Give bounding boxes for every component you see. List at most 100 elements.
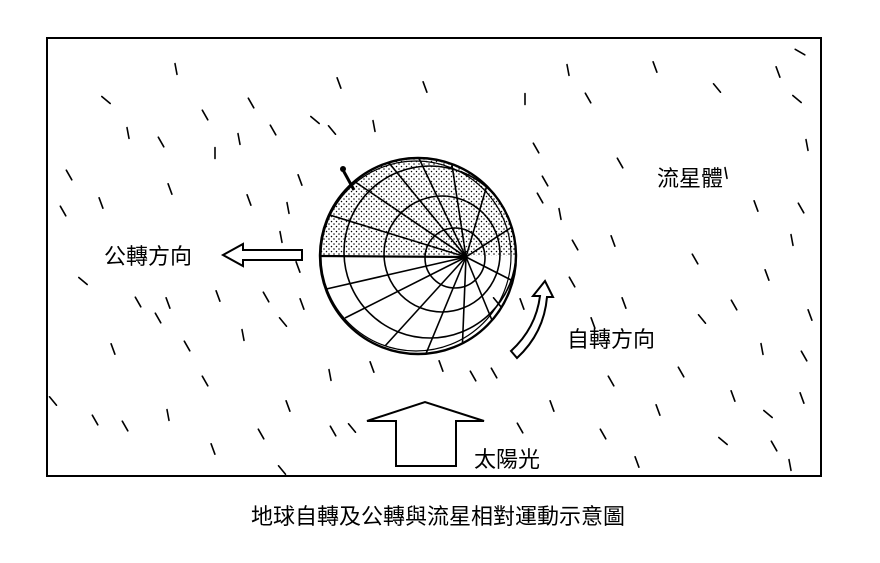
meteoroid-streak: [329, 425, 337, 437]
meteoroid-streak: [422, 81, 428, 93]
meteoroid-streak: [279, 230, 283, 244]
meteoroid-streak: [327, 125, 337, 135]
meteoroid-streak: [805, 138, 809, 152]
meteoroid-streak: [762, 409, 774, 419]
meteoroid-streak: [599, 428, 607, 440]
meteoroid-streak: [201, 109, 209, 121]
meteoroid-streak: [566, 63, 570, 77]
meteoroid-streak: [519, 297, 525, 311]
meteoroid-streak: [790, 233, 794, 247]
meteoroid-streak: [297, 174, 303, 186]
meteoroid-streak: [469, 370, 477, 382]
latitude-lines: [343, 165, 516, 339]
meteoroid-streak: [309, 115, 321, 125]
meteoroid-streak: [717, 436, 729, 446]
meteoroid-streak: [532, 142, 540, 154]
meteoroid-streak: [492, 296, 502, 308]
meteoroid-streak: [584, 92, 592, 104]
meteoroid-streak: [277, 464, 287, 476]
meteoroid-streak: [257, 428, 265, 440]
meteoroid-streak: [655, 403, 661, 417]
day-night-terminator: [319, 254, 467, 259]
figure-caption: 地球自轉及公轉與流星相對運動示意圖: [251, 505, 625, 530]
meteoroid-streak: [691, 253, 699, 265]
sunlight-arrow: [366, 400, 485, 467]
meteoroid-streak: [760, 342, 764, 356]
meteoroid-streak: [797, 202, 805, 214]
meteoroids-label: 流星體: [657, 167, 723, 192]
meteoroid-streak: [536, 192, 544, 204]
meteoroid-streak: [59, 205, 67, 217]
meteoroid-streak: [286, 201, 290, 215]
meteoroid-streak: [549, 399, 555, 413]
meteoroid-streak: [154, 312, 162, 324]
meteoroid-streak: [210, 442, 216, 456]
meteoroid-streak: [78, 276, 88, 286]
meteoroid-streak: [799, 391, 805, 405]
meteoroid-streaks: [48, 48, 813, 476]
meteoroid-streak: [438, 359, 444, 373]
meteoroid-streak: [712, 83, 722, 93]
meteoroid-streak: [807, 308, 813, 322]
meteoroid-streak: [568, 276, 576, 288]
meteoroid-streak: [730, 299, 738, 311]
earth-outline: [318, 156, 518, 356]
meteoroid-streak: [770, 440, 778, 452]
meteoroid-streak: [278, 316, 288, 328]
meteoroid-streak: [134, 296, 142, 308]
meteoroid-streak: [174, 62, 178, 76]
meteoroid-streak: [372, 119, 376, 133]
diagram-frame: [46, 37, 822, 477]
meteoroid-streak: [183, 340, 191, 352]
meteoroid-streak: [48, 395, 58, 407]
meteoroid-streak: [269, 124, 277, 136]
meteoroid-streak: [677, 366, 685, 378]
orbit-direction-label: 公轉方向: [104, 245, 192, 270]
meteoroid-streak: [775, 66, 781, 78]
meteoroid-streak: [724, 166, 728, 180]
meteoroid-streak: [516, 422, 524, 434]
meteoroid-streak: [241, 328, 245, 342]
meteoroid-streak: [91, 414, 99, 426]
meteoroid-streak: [794, 48, 806, 56]
meteoroid-streak: [165, 296, 171, 310]
meteoroid-streak: [299, 297, 305, 311]
meteoroid-streak: [730, 389, 736, 403]
meteoroid-streak: [201, 375, 209, 387]
meteoroid-streak: [652, 60, 658, 73]
meteoroid-streak: [571, 239, 579, 251]
observer-marker: [341, 169, 356, 191]
meteoroid-streak: [764, 268, 770, 282]
orbit-direction-arrow: [220, 242, 303, 268]
meteoroid-streak: [167, 183, 173, 195]
rotation-direction-label: 自轉方向: [567, 328, 655, 353]
meteoroid-streak: [121, 420, 129, 432]
meteoroid-streak: [800, 350, 808, 362]
meteoroid-streak: [295, 260, 301, 274]
meteoroid-streak: [247, 97, 255, 109]
meteoroid-streak: [237, 132, 241, 146]
meteoroid-streak: [607, 375, 615, 387]
earth-globe: [318, 156, 518, 356]
meteoroid-streak: [215, 289, 221, 303]
meteoroid-streak: [791, 94, 803, 104]
meteoroid-streak: [262, 291, 270, 303]
meteoroid-streak: [328, 368, 332, 382]
meteoroid-streak: [101, 95, 111, 105]
meteoroid-streak: [788, 458, 792, 472]
meteoroid-streak: [634, 455, 640, 469]
sunlight-label: 太陽光: [474, 448, 540, 473]
meteoroid-streak: [753, 200, 759, 212]
meteoroid-streak: [616, 157, 624, 169]
meteoroid-streak: [610, 235, 616, 247]
meteoroid-streak: [126, 126, 130, 140]
meteoroid-streak: [621, 296, 627, 310]
meteoroid-streak: [697, 313, 707, 325]
meteoroid-streak: [541, 175, 549, 187]
meteoroid-streak: [246, 194, 252, 206]
meteoroid-streak: [285, 399, 291, 413]
meteoroid-streak: [65, 169, 73, 181]
meteoroid-streak: [166, 408, 170, 422]
meteoroid-streak: [369, 360, 375, 374]
